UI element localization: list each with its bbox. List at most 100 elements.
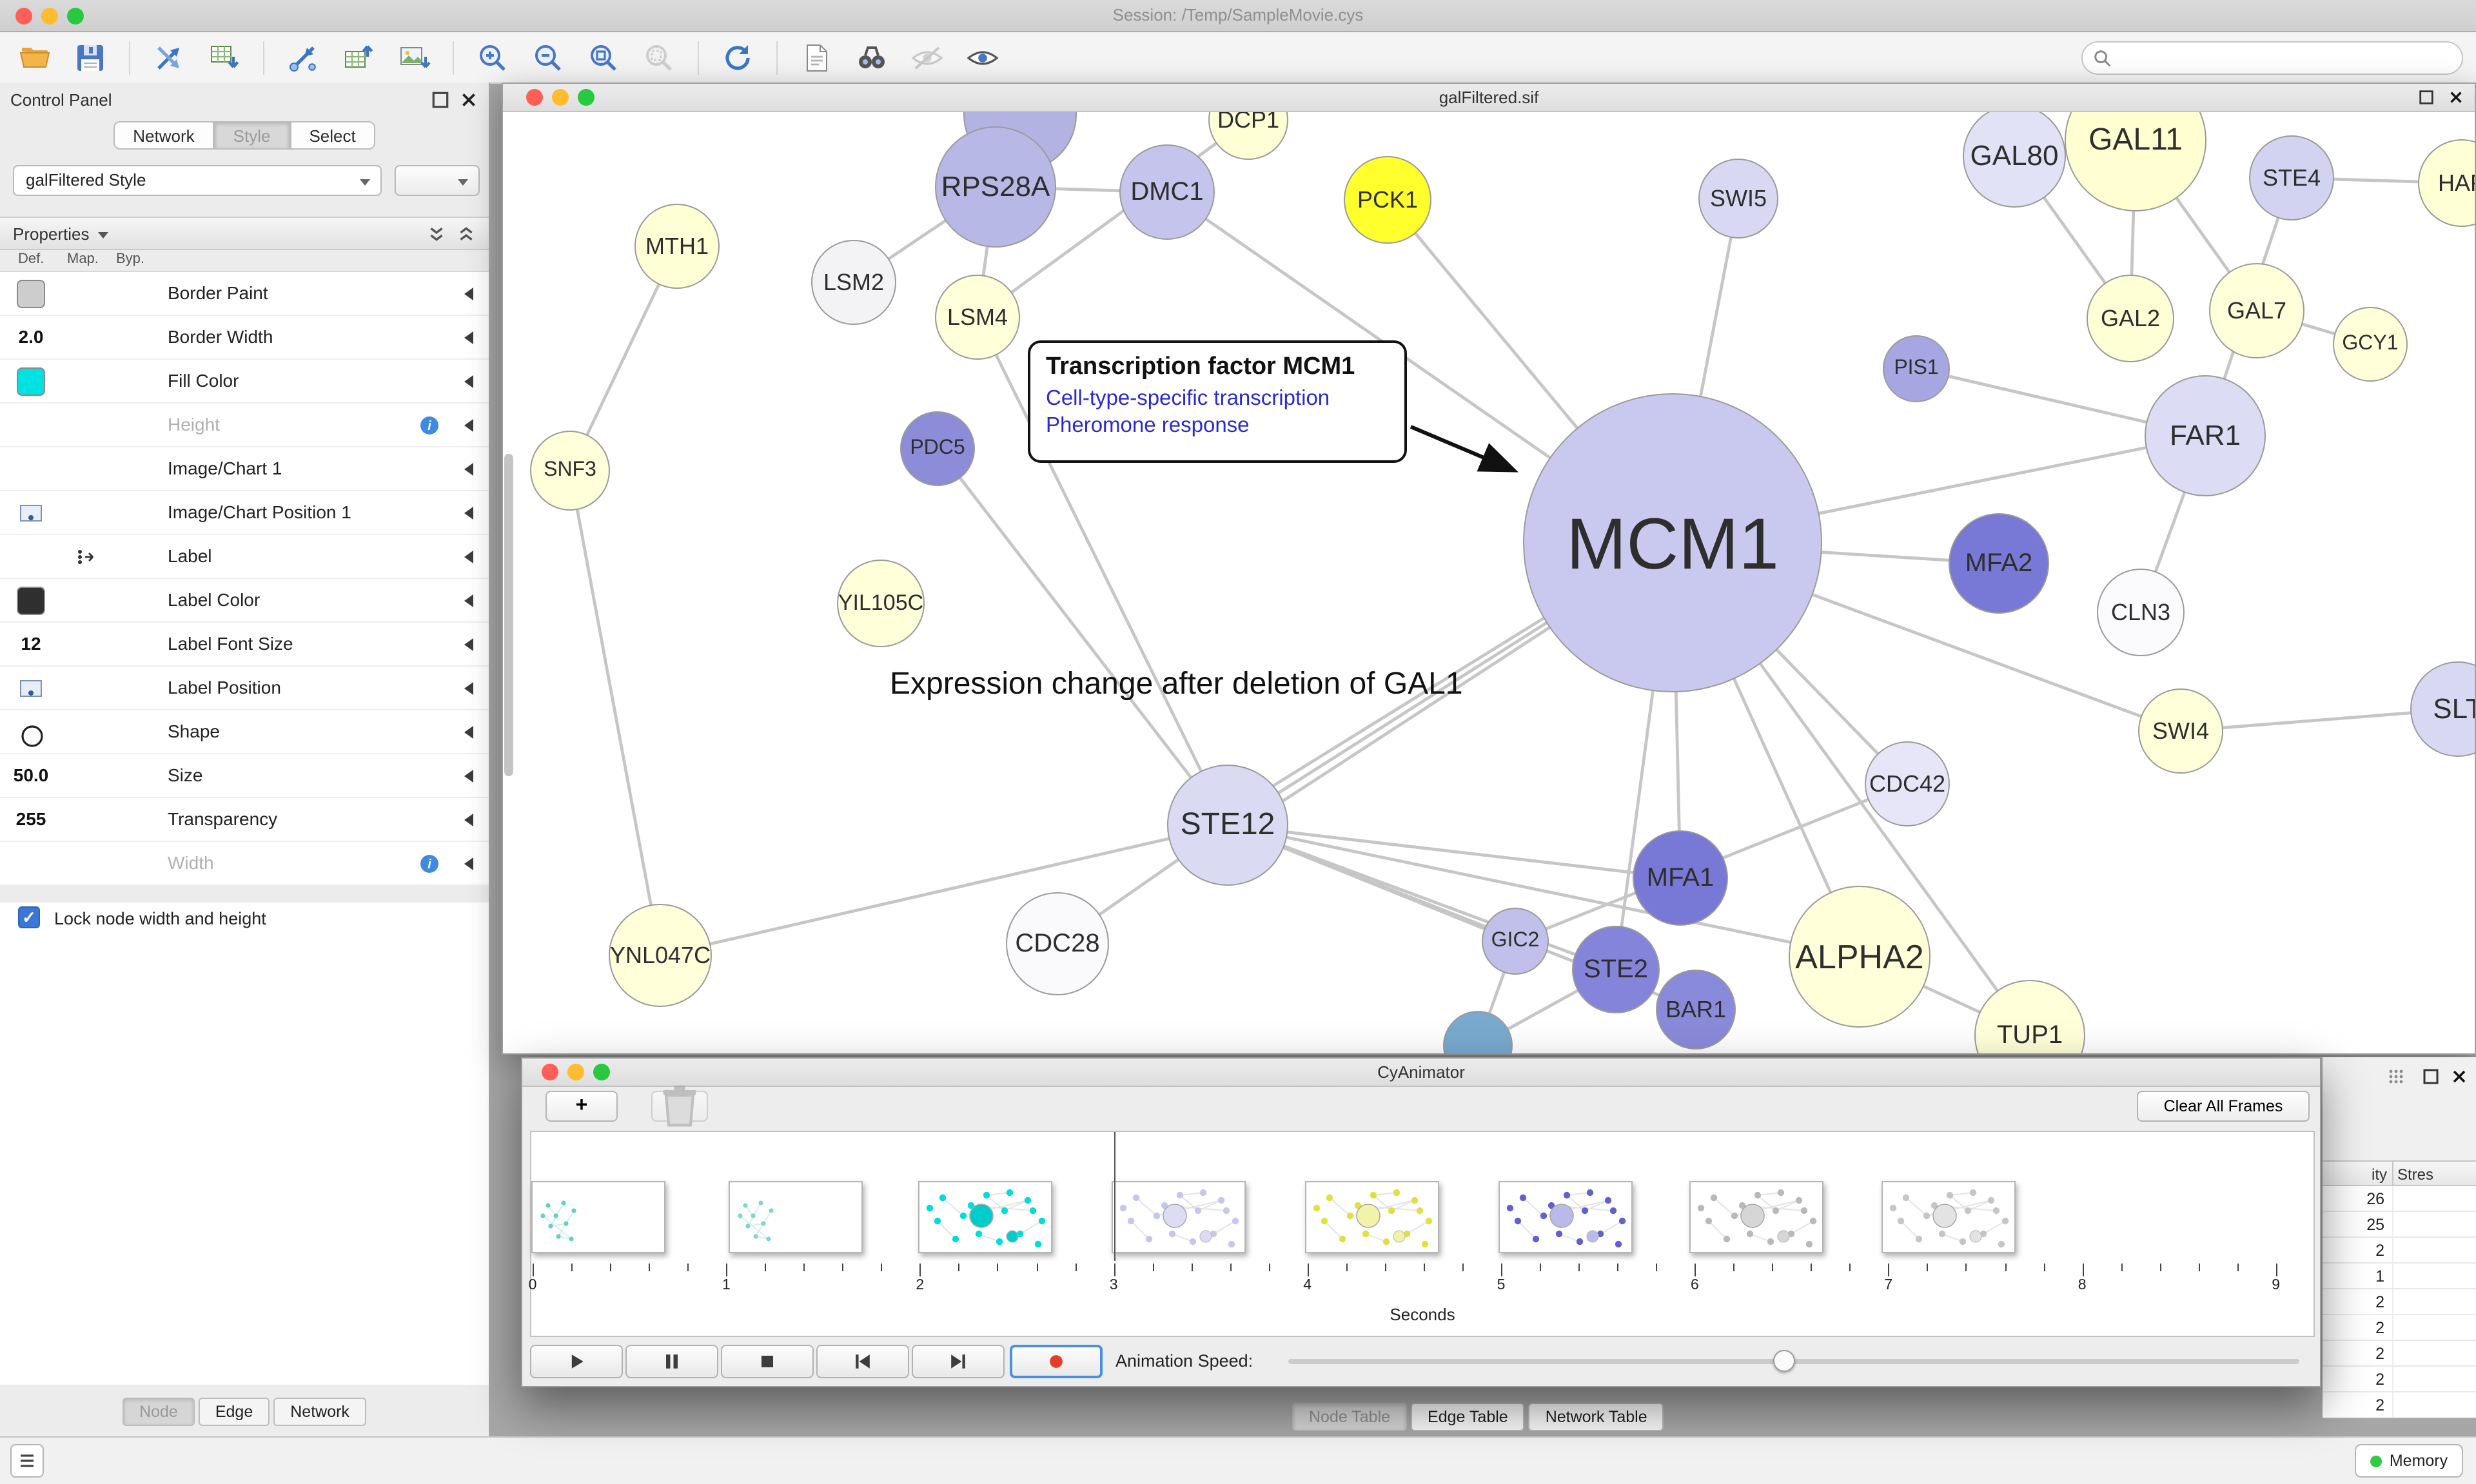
memory-button[interactable]: Memory bbox=[2355, 1444, 2463, 1478]
node-ALPHA2[interactable]: ALPHA2 bbox=[1789, 886, 1931, 1028]
expand-row-arrow[interactable] bbox=[464, 419, 473, 432]
play-button[interactable] bbox=[530, 1345, 623, 1378]
default-value[interactable]: 50.0 bbox=[13, 765, 49, 785]
search-box[interactable] bbox=[2081, 41, 2463, 75]
node-MTH1[interactable]: MTH1 bbox=[634, 204, 720, 289]
tab-select[interactable]: Select bbox=[290, 121, 375, 150]
frame-thumbnail-8[interactable] bbox=[1882, 1181, 2016, 1253]
style-options-button[interactable] bbox=[395, 165, 480, 196]
node-PDC5[interactable]: PDC5 bbox=[900, 411, 975, 486]
close-window-icon[interactable] bbox=[2448, 89, 2464, 106]
expand-row-arrow[interactable] bbox=[464, 551, 473, 563]
skip-back-button[interactable] bbox=[816, 1345, 909, 1378]
lock-size-checkbox[interactable]: ✓ bbox=[18, 906, 40, 928]
node-LSM4[interactable]: LSM4 bbox=[935, 275, 1020, 360]
export-network-icon[interactable] bbox=[284, 38, 322, 77]
minimize-window-button[interactable] bbox=[41, 8, 58, 24]
tab-node-table[interactable]: Node Table bbox=[1292, 1403, 1408, 1431]
close-panel-icon[interactable] bbox=[459, 90, 478, 110]
frame-thumbnail-7[interactable] bbox=[1689, 1181, 1823, 1253]
minimize-icon[interactable] bbox=[567, 1064, 584, 1080]
table-row[interactable]: 1 bbox=[2323, 1264, 2476, 1289]
expand-row-arrow[interactable] bbox=[464, 682, 473, 695]
expand-row-arrow[interactable] bbox=[464, 331, 473, 344]
float-panel-icon[interactable] bbox=[431, 90, 450, 110]
frame-thumbnail-5[interactable] bbox=[1305, 1181, 1439, 1253]
bottom-tab-network[interactable]: Network bbox=[273, 1398, 366, 1426]
export-image-icon[interactable] bbox=[395, 38, 433, 77]
default-value[interactable]: 12 bbox=[21, 633, 41, 654]
frame-thumbnail-1[interactable] bbox=[531, 1181, 665, 1253]
collapse-all-icon[interactable] bbox=[427, 224, 446, 244]
frame-thumbnail-6[interactable] bbox=[1498, 1181, 1633, 1253]
node-MFA2[interactable]: MFA2 bbox=[1949, 513, 2049, 614]
zoom-window-button[interactable] bbox=[67, 8, 84, 24]
node-PIS1[interactable]: PIS1 bbox=[1883, 335, 1950, 402]
open-session-icon[interactable] bbox=[15, 38, 54, 77]
node-DMC1[interactable]: DMC1 bbox=[1119, 144, 1215, 240]
column-header[interactable]: ity bbox=[2372, 1166, 2387, 1184]
table-row[interactable]: 2 bbox=[2323, 1238, 2476, 1264]
node-STE2[interactable]: STE2 bbox=[1572, 926, 1660, 1013]
float-window-icon[interactable] bbox=[2418, 89, 2435, 106]
default-value-swatch[interactable] bbox=[17, 587, 45, 615]
expand-all-icon[interactable] bbox=[457, 224, 476, 244]
tab-network[interactable]: Network bbox=[113, 121, 214, 150]
add-frame-button[interactable]: + bbox=[545, 1091, 618, 1122]
node-MCM1[interactable]: MCM1 bbox=[1523, 393, 1822, 692]
info-icon[interactable]: i bbox=[419, 415, 440, 436]
position-widget-icon[interactable] bbox=[19, 504, 43, 529]
node-BAR1[interactable]: BAR1 bbox=[1656, 970, 1736, 1050]
annotation-box[interactable]: Transcription factor MCM1 Cell-type-spec… bbox=[1028, 340, 1407, 463]
table-row[interactable]: 2 bbox=[2323, 1341, 2476, 1367]
zoom-selected-icon[interactable] bbox=[640, 38, 678, 77]
table-row[interactable]: 25 bbox=[2323, 1212, 2476, 1238]
refresh-icon[interactable] bbox=[718, 38, 757, 77]
table-row[interactable]: 2 bbox=[2323, 1289, 2476, 1315]
style-selector[interactable]: galFiltered Style bbox=[13, 165, 382, 196]
float-panel-icon[interactable] bbox=[2422, 1068, 2440, 1092]
bottom-tab-edge[interactable]: Edge bbox=[198, 1398, 270, 1426]
export-table-icon[interactable] bbox=[339, 38, 378, 77]
stop-button[interactable] bbox=[721, 1345, 814, 1378]
hide-selected-icon[interactable] bbox=[908, 38, 947, 77]
info-icon[interactable]: i bbox=[419, 854, 440, 874]
default-value-swatch[interactable] bbox=[17, 280, 45, 308]
close-panel-icon[interactable] bbox=[2450, 1068, 2468, 1092]
table-row[interactable]: 2 bbox=[2323, 1315, 2476, 1341]
zoom-fit-icon[interactable] bbox=[584, 38, 623, 77]
node-RPS28A[interactable]: RPS28A bbox=[935, 126, 1056, 248]
node-MFA1[interactable]: MFA1 bbox=[1633, 830, 1728, 926]
node-GAL7[interactable]: GAL7 bbox=[2209, 263, 2304, 358]
node-GIC2[interactable]: GIC2 bbox=[1482, 908, 1549, 975]
frame-thumbnail-2[interactable] bbox=[729, 1181, 863, 1253]
default-value[interactable]: 2.0 bbox=[18, 326, 44, 347]
zoom-icon[interactable] bbox=[593, 1064, 610, 1080]
zoom-icon[interactable] bbox=[578, 89, 594, 106]
property-row-label-position[interactable]: Label Position bbox=[0, 667, 489, 710]
close-icon[interactable] bbox=[526, 89, 543, 106]
expand-row-arrow[interactable] bbox=[464, 814, 473, 826]
import-table-icon[interactable] bbox=[205, 38, 244, 77]
node-SWI4[interactable]: SWI4 bbox=[2138, 688, 2223, 774]
close-window-button[interactable] bbox=[15, 8, 32, 24]
network-canvas[interactable]: Expression change after deletion of GAL1… bbox=[503, 112, 2475, 1053]
animation-speed-slider[interactable] bbox=[1288, 1350, 2299, 1372]
first-neighbors-icon[interactable] bbox=[852, 38, 891, 77]
default-value-swatch[interactable] bbox=[17, 367, 45, 396]
table-row[interactable]: 26 bbox=[2323, 1186, 2476, 1212]
node-STE12[interactable]: STE12 bbox=[1167, 765, 1288, 886]
expand-row-arrow[interactable] bbox=[464, 594, 473, 607]
playhead[interactable] bbox=[1114, 1132, 1116, 1261]
network-scrollbar[interactable] bbox=[504, 454, 513, 776]
node-SWI5[interactable]: SWI5 bbox=[1698, 159, 1778, 239]
property-row-image-chart-position-1[interactable]: Image/Chart Position 1 bbox=[0, 491, 489, 535]
ellipse-shape-icon[interactable] bbox=[19, 723, 45, 756]
cyanimator-titlebar[interactable]: CyAnimator bbox=[522, 1059, 2320, 1087]
expand-row-arrow[interactable] bbox=[464, 638, 473, 651]
expand-row-arrow[interactable] bbox=[464, 857, 473, 870]
